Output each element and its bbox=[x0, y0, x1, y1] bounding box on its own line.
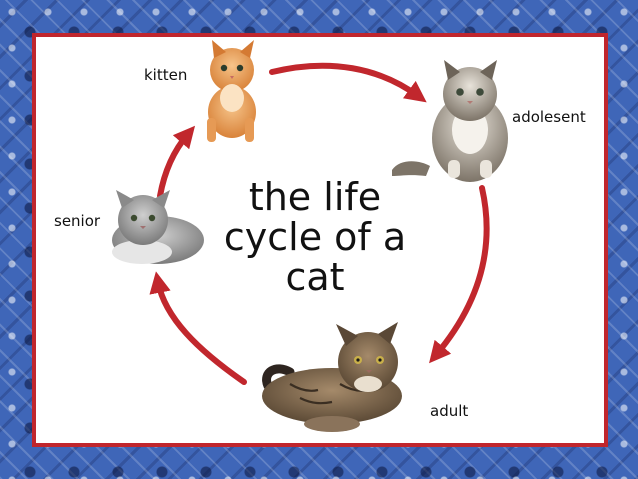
senior-cat-image bbox=[112, 190, 204, 264]
arrow-senior-to-kitten bbox=[157, 125, 196, 199]
title-line-2: cycle of a bbox=[224, 215, 406, 259]
arrow-adult-to-senior bbox=[149, 271, 247, 385]
label-adolescent: adolesent bbox=[512, 108, 586, 126]
title-line-3: cat bbox=[285, 255, 344, 299]
adult-cat-image bbox=[262, 322, 402, 432]
arrow-adolescent-to-adult bbox=[429, 185, 490, 364]
title-line-1: the life bbox=[249, 175, 381, 219]
kitten-cat-image bbox=[207, 40, 256, 142]
label-adult: adult bbox=[430, 402, 468, 420]
adolescent-cat-image bbox=[392, 60, 508, 182]
label-senior: senior bbox=[54, 212, 101, 230]
label-kitten: kitten bbox=[144, 66, 187, 84]
arrow-kitten-to-adolescent bbox=[269, 62, 427, 103]
